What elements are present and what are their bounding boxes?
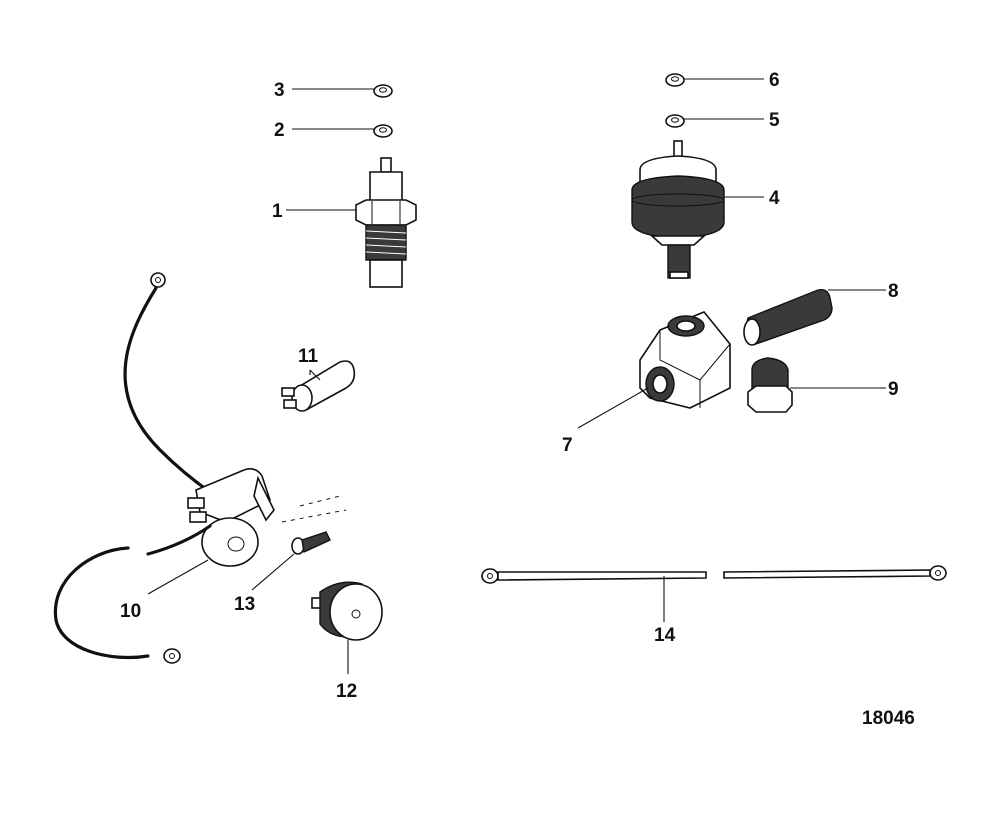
diagram-id: 18046 xyxy=(862,708,915,729)
callout-6: 6 xyxy=(769,70,780,91)
callouts: 3 2 1 6 5 4 8 9 7 11 10 13 12 14 18046 xyxy=(120,70,915,729)
callout-8: 8 xyxy=(888,281,899,302)
part-14-strap xyxy=(481,565,947,584)
part-11-boot xyxy=(281,360,356,412)
part-5-washer xyxy=(665,114,685,128)
part-7-tee xyxy=(639,311,731,409)
callout-10: 10 xyxy=(120,601,141,622)
callout-3: 3 xyxy=(274,80,285,101)
part-13-screw xyxy=(291,531,331,555)
callout-13: 13 xyxy=(234,594,255,615)
callout-9: 9 xyxy=(888,379,899,400)
callout-5: 5 xyxy=(769,110,780,131)
part-8-nipple xyxy=(743,288,833,346)
part-6-nut xyxy=(665,73,685,87)
part-2-washer xyxy=(373,124,393,138)
callout-4: 4 xyxy=(769,188,780,209)
leader-lines xyxy=(147,78,886,674)
callout-1: 1 xyxy=(272,201,283,222)
callout-7: 7 xyxy=(562,435,573,456)
part-4-pressure-sender xyxy=(631,140,725,279)
callout-12: 12 xyxy=(336,681,357,702)
callout-2: 2 xyxy=(274,120,285,141)
callout-14: 14 xyxy=(654,625,676,646)
callout-11: 11 xyxy=(298,346,319,367)
guide-lines xyxy=(281,495,347,523)
part-9-adapter xyxy=(747,357,793,413)
part-12-buzzer xyxy=(311,581,383,641)
part-1-sender xyxy=(355,157,417,288)
part-3-nut xyxy=(373,84,393,98)
part-10-unit xyxy=(53,272,275,664)
